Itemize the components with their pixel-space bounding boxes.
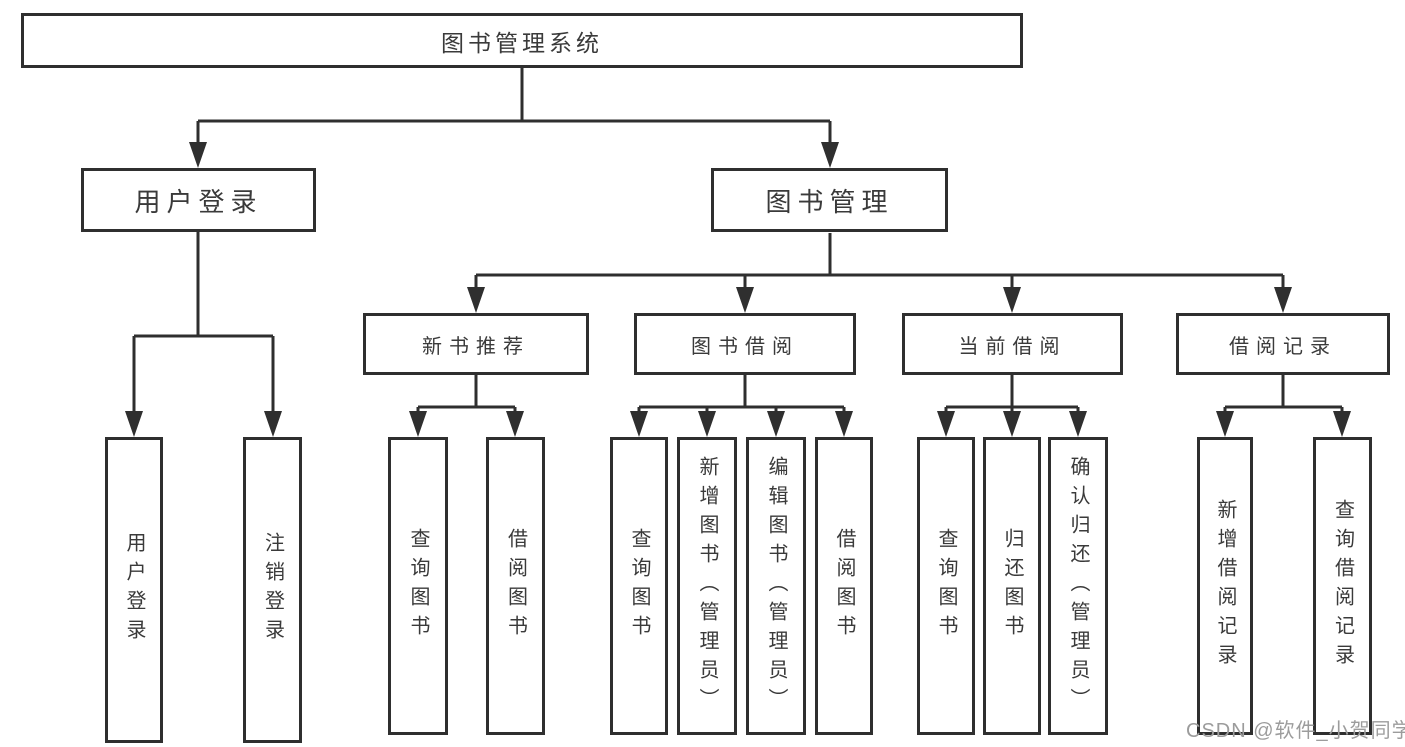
node-label: 借阅记录 (1229, 335, 1337, 358)
node-label: 查询图书 (628, 528, 650, 644)
node-label: 用户登录 (123, 532, 145, 648)
node-label: 用户登录 (134, 186, 263, 217)
node-book-management-system: 图书管理系统 (21, 13, 1023, 68)
node-query-books-recommend: 查询图书 (388, 437, 448, 735)
node-label: 查询借阅记录 (1331, 499, 1354, 673)
node-confirm-return-admin: 确认归还（管理员） (1048, 437, 1108, 735)
node-label: 图书管理 (765, 186, 894, 217)
node-label: 当前借阅 (958, 335, 1067, 358)
node-label: 新增图书（管理员） (696, 455, 718, 717)
node-label: 图书借阅 (691, 335, 799, 358)
arrowheads (125, 142, 1351, 437)
node-label: 借阅图书 (833, 528, 855, 644)
node-borrow-books-borrowing: 借阅图书 (815, 437, 873, 735)
node-book-borrowing: 图书借阅 (634, 313, 856, 375)
watermark: CSDN @软件_小贺同学 (1186, 720, 1405, 742)
node-query-borrow-record: 查询借阅记录 (1313, 437, 1372, 735)
tree-edges (132, 68, 1344, 414)
node-label: 确认归还（管理员） (1067, 455, 1089, 717)
node-user-login: 用户登录 (105, 437, 163, 743)
node-return-books: 归还图书 (983, 437, 1041, 735)
node-query-books-borrowing: 查询图书 (610, 437, 668, 735)
node-label: 查询图书 (407, 528, 429, 644)
node-add-books-admin: 新增图书（管理员） (677, 437, 737, 735)
node-label: 编辑图书（管理员） (765, 455, 787, 717)
node-label: 新增借阅记录 (1214, 499, 1236, 673)
node-label: 图书管理系统 (441, 29, 603, 56)
node-logout: 注销登录 (243, 437, 302, 743)
node-add-borrow-record: 新增借阅记录 (1197, 437, 1253, 735)
node-query-books-current: 查询图书 (917, 437, 975, 735)
node-label: 归还图书 (1001, 528, 1023, 644)
node-label: 借阅图书 (504, 528, 527, 644)
node-edit-books-admin: 编辑图书（管理员） (746, 437, 806, 735)
node-current-borrowing: 当前借阅 (902, 313, 1123, 375)
node-label: 查询图书 (935, 528, 957, 644)
node-book-management-branch: 图书管理 (711, 168, 948, 232)
node-new-book-recommendation: 新书推荐 (363, 313, 589, 375)
node-borrowing-records: 借阅记录 (1176, 313, 1390, 375)
node-label: 注销登录 (261, 532, 284, 648)
node-label: 新书推荐 (422, 335, 530, 358)
node-user-login-branch: 用户登录 (81, 168, 316, 232)
node-borrow-books-recommend: 借阅图书 (486, 437, 545, 735)
